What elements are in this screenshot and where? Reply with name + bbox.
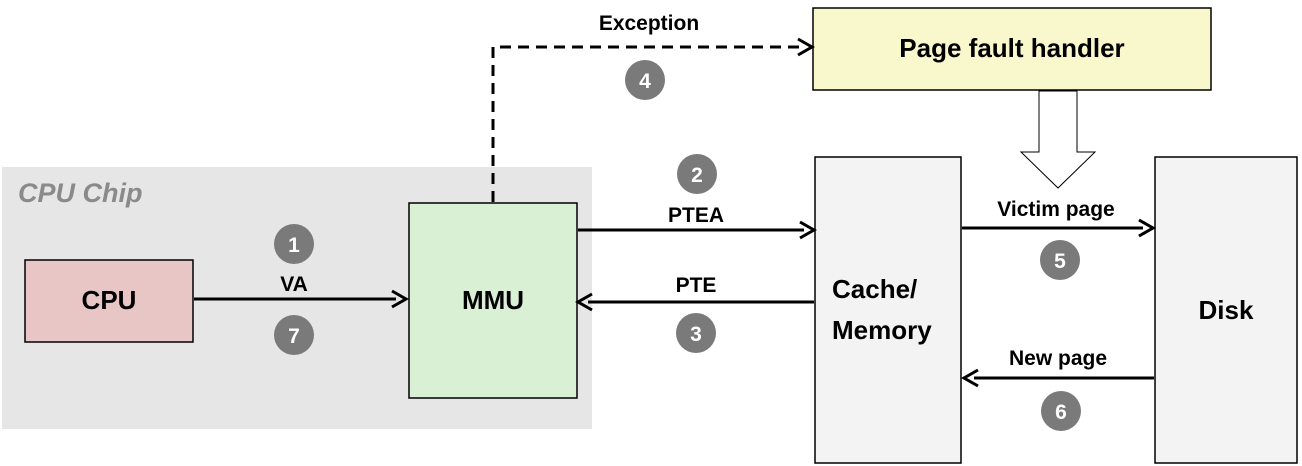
exception-arrow <box>491 45 802 202</box>
disk-label: Disk <box>1199 295 1254 325</box>
page-fault-handler-box <box>812 7 1212 91</box>
step-badge-5: 5 <box>1040 240 1080 280</box>
exception-arrowhead <box>797 37 816 57</box>
step-number-4: 4 <box>639 70 651 93</box>
ptea-label: PTEA <box>668 204 724 227</box>
cache-memory-label-line1: Cache/ <box>832 274 917 304</box>
pte-arrowhead <box>574 292 593 312</box>
step-badge-1: 1 <box>274 224 314 264</box>
cpu-box <box>24 259 194 343</box>
step-number-5: 5 <box>1054 250 1066 273</box>
step-badge-7: 7 <box>274 315 314 355</box>
step-number-6: 6 <box>1055 401 1067 424</box>
mmu-label: MMU <box>462 285 524 315</box>
disk-box <box>1154 156 1298 464</box>
handler-to-memory-arrow <box>1019 90 1097 189</box>
va-label: VA <box>280 273 308 296</box>
page-fault-handler-label: Page fault handler <box>899 33 1124 63</box>
ptea-arrowhead <box>799 220 818 240</box>
pte-label: PTE <box>676 274 717 297</box>
step-number-2: 2 <box>691 164 703 187</box>
victim-page-label: Victim page <box>997 198 1115 221</box>
cache-memory-box <box>814 156 962 464</box>
step-badge-4: 4 <box>625 60 665 100</box>
step-badge-2: 2 <box>677 154 717 194</box>
step-number-1: 1 <box>288 234 300 257</box>
victim-page-arrowhead <box>1138 218 1157 238</box>
cpu-label: CPU <box>82 285 137 315</box>
step-badge-6: 6 <box>1041 391 1081 431</box>
cache-memory-label-line2: Memory <box>832 315 932 345</box>
cpu-chip-title: CPU Chip <box>18 178 143 208</box>
mmu-box <box>408 202 578 399</box>
step-number-7: 7 <box>288 325 300 348</box>
new-page-label: New page <box>1009 347 1107 370</box>
new-page-arrowhead <box>960 368 979 388</box>
va-arrowhead <box>391 289 410 309</box>
step-number-3: 3 <box>690 323 702 346</box>
exception-label: Exception <box>599 12 699 35</box>
step-badge-3: 3 <box>676 313 716 353</box>
